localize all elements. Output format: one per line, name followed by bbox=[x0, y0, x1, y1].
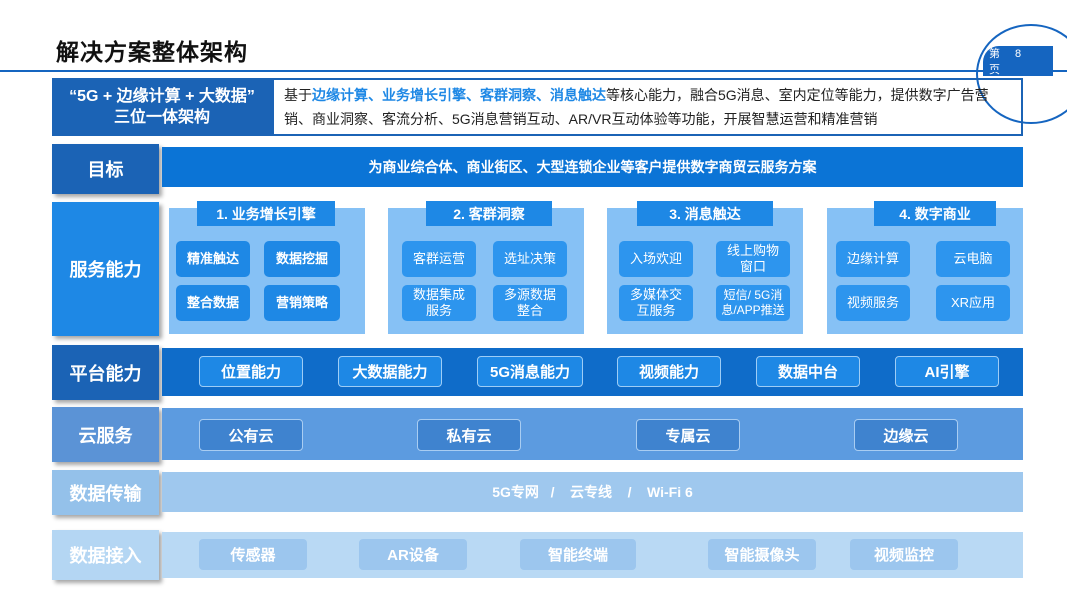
platform-item: 视频能力 bbox=[617, 356, 721, 387]
service-item: 边缘计算 bbox=[836, 241, 910, 277]
service-item: 短信/ 5G消息/APP推送 bbox=[716, 285, 790, 321]
service-item: 多源数据整合 bbox=[493, 285, 567, 321]
intro-label-line1: “5G + 边缘计算 + 大数据” bbox=[69, 88, 255, 105]
access-item: AR设备 bbox=[359, 539, 467, 570]
layer-label-goal: 目标 bbox=[52, 144, 159, 194]
platform-item: 数据中台 bbox=[756, 356, 860, 387]
service-group-title: 3. 消息触达 bbox=[637, 201, 773, 226]
cloud-item: 公有云 bbox=[199, 419, 303, 451]
layer-label-service: 服务能力 bbox=[52, 202, 159, 336]
service-item: 营销策略 bbox=[264, 285, 340, 321]
intro-description: 基于边缘计算、业务增长引擎、客群洞察、消息触达等核心能力，融合5G消息、室内定位… bbox=[272, 78, 1023, 136]
page-title: 解决方案整体架构 bbox=[56, 39, 248, 65]
access-item: 传感器 bbox=[199, 539, 307, 570]
intro-architecture-label: “5G + 边缘计算 + 大数据” 三位一体架构 bbox=[52, 78, 272, 136]
service-item: 视频服务 bbox=[836, 285, 910, 321]
service-item: 多媒体交互服务 bbox=[619, 285, 693, 321]
service-item: 客群运营 bbox=[402, 241, 476, 277]
intro-prefix: 基于 bbox=[284, 87, 312, 103]
service-item: XR应用 bbox=[936, 285, 1010, 321]
access-item: 智能摄像头 bbox=[708, 539, 816, 570]
service-item: 精准触达 bbox=[176, 241, 250, 277]
goal-band: 为商业综合体、商业街区、大型连锁企业等客户提供数字商贸云服务方案 bbox=[162, 147, 1023, 187]
layer-label-platform: 平台能力 bbox=[52, 345, 159, 400]
service-item: 数据挖掘 bbox=[264, 241, 340, 277]
platform-item: 5G消息能力 bbox=[477, 356, 583, 387]
service-item: 选址决策 bbox=[493, 241, 567, 277]
cloud-item: 边缘云 bbox=[854, 419, 958, 451]
service-item: 入场欢迎 bbox=[619, 241, 693, 277]
cloud-item: 私有云 bbox=[417, 419, 521, 451]
service-group-title: 1. 业务增长引擎 bbox=[197, 201, 335, 226]
platform-item: 大数据能力 bbox=[338, 356, 442, 387]
service-item: 云电脑 bbox=[936, 241, 1010, 277]
header-divider bbox=[0, 70, 1067, 72]
service-group-title: 4. 数字商业 bbox=[874, 201, 996, 226]
service-item: 数据集成服务 bbox=[402, 285, 476, 321]
intro-suffix: 等核心能力，融合5G消息、室内定位等能力，提供数字广告营销、商业洞察、客流分析、… bbox=[284, 87, 989, 127]
layer-label-cloud: 云服务 bbox=[52, 407, 159, 462]
transport-band: 5G专网 / 云专线 / Wi-Fi 6 bbox=[162, 472, 1023, 512]
platform-item: 位置能力 bbox=[199, 356, 303, 387]
intro-highlight: 边缘计算、业务增长引擎、客群洞察、消息触达 bbox=[312, 87, 606, 103]
intro-label-line2: 三位一体架构 bbox=[113, 109, 210, 126]
platform-band bbox=[162, 348, 1023, 396]
layer-label-access: 数据接入 bbox=[52, 530, 159, 580]
cloud-item: 专属云 bbox=[636, 419, 740, 451]
service-item: 线上购物窗口 bbox=[716, 241, 790, 277]
service-item: 整合数据 bbox=[176, 285, 250, 321]
layer-label-transport: 数据传输 bbox=[52, 470, 159, 515]
service-group-title: 2. 客群洞察 bbox=[426, 201, 552, 226]
platform-item: AI引擎 bbox=[895, 356, 999, 387]
access-item: 智能终端 bbox=[520, 539, 636, 570]
access-item: 视频监控 bbox=[850, 539, 958, 570]
